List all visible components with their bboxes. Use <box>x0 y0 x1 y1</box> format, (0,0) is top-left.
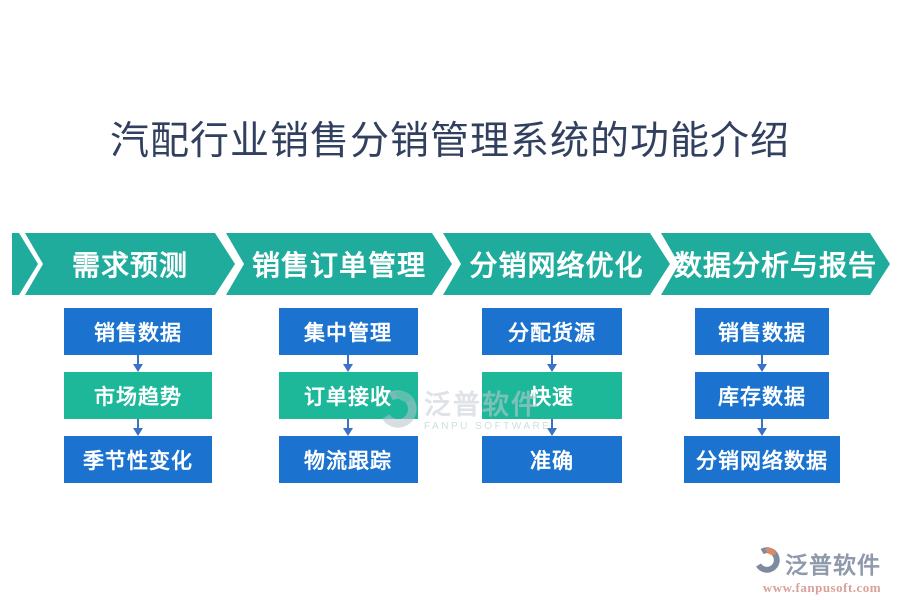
flow-header-sales-order: 销售订单管理 <box>226 233 452 295</box>
flow-header-label: 需求预测 <box>71 251 188 282</box>
flow-step-label: 订单接收 <box>304 384 392 409</box>
footer-logo-url: www.fanpusoft.com <box>762 580 882 595</box>
fanpu-logo-icon <box>752 545 782 580</box>
flow-header-demand-forecast: 需求预测 <box>25 233 235 295</box>
flow-step: 销售数据 <box>695 308 829 355</box>
flow-header-label: 数据分析与报告 <box>673 251 877 282</box>
down-arrow-icon <box>756 419 768 436</box>
flow-step: 快速 <box>482 372 622 419</box>
flow-column-demand-forecast: 销售数据 市场趋势 季节性变化 <box>29 308 247 483</box>
page-title: 汽配行业销售分销管理系统的功能介绍 <box>109 120 790 163</box>
footer-logo: 泛普软件 www.fanpusoft.com <box>752 545 892 596</box>
flow-step: 季节性变化 <box>64 436 212 483</box>
footer-logo-name: 泛普软件 <box>785 552 881 578</box>
flow-step: 市场趋势 <box>64 372 212 419</box>
flow-step-label: 分销网络数据 <box>696 448 828 473</box>
flow-step-label: 物流跟踪 <box>304 448 392 473</box>
flow-step: 销售数据 <box>64 308 212 355</box>
flow-step: 集中管理 <box>278 308 418 355</box>
down-arrow-icon <box>546 419 558 436</box>
flow-step-label: 市场趋势 <box>94 384 182 409</box>
flow-step-label: 准确 <box>530 448 574 473</box>
down-arrow-icon <box>132 419 144 436</box>
flow-column-data-analysis: 销售数据 库存数据 分销网络数据 <box>653 308 871 483</box>
flow-step-label: 销售数据 <box>94 320 182 345</box>
flow-header-data-analysis: 数据分析与报告 <box>661 233 890 295</box>
flow-step-label: 库存数据 <box>718 384 806 409</box>
flow-step-label: 季节性变化 <box>83 448 193 473</box>
down-arrow-icon <box>756 355 768 372</box>
flow-step-label: 销售数据 <box>718 320 806 345</box>
down-arrow-icon <box>546 355 558 372</box>
flow-step: 订单接收 <box>278 372 418 419</box>
flow-step: 分配货源 <box>482 308 622 355</box>
flow-step: 物流跟踪 <box>278 436 418 483</box>
down-arrow-icon <box>342 419 354 436</box>
flow-step: 分销网络数据 <box>684 436 840 483</box>
down-arrow-icon <box>342 355 354 372</box>
flow-step-label: 快速 <box>530 384 574 409</box>
flow-column-sales-order: 集中管理 订单接收 物流跟踪 <box>239 308 457 483</box>
flow-step-label: 分配货源 <box>508 320 596 345</box>
flow-step: 库存数据 <box>695 372 829 419</box>
flow-header-label: 分销网络优化 <box>469 251 644 282</box>
flow-step-label: 集中管理 <box>304 320 392 345</box>
flow-step: 准确 <box>482 436 622 483</box>
flow-header-label: 销售订单管理 <box>251 251 426 282</box>
down-arrow-icon <box>132 355 144 372</box>
flow-column-distribution-network: 分配货源 快速 准确 <box>443 308 661 483</box>
flow-header-distribution-network: 分销网络优化 <box>443 233 670 295</box>
